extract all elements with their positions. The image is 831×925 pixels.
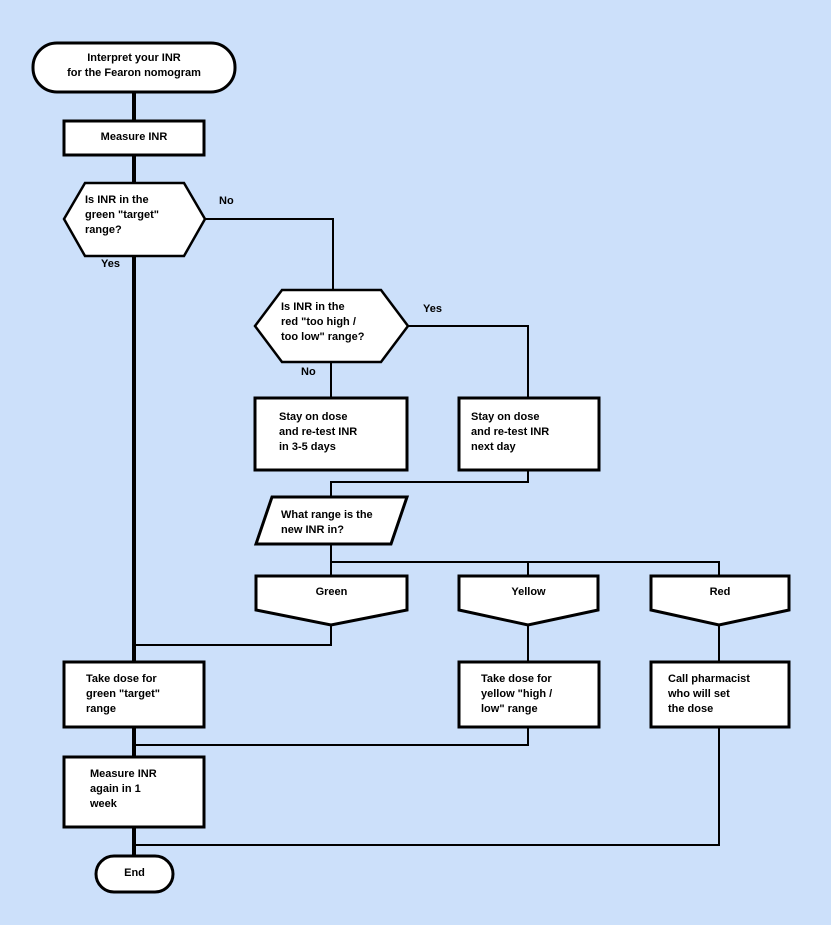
node-shape-measure-again[interactable] — [62, 755, 206, 829]
node-shapes — [31, 41, 791, 894]
node-what-range[interactable] — [256, 497, 407, 544]
connector-lines — [132, 92, 720, 857]
node-shape-range-yellow[interactable] — [457, 574, 600, 627]
node-dose-green[interactable] — [64, 662, 204, 727]
node-measure-again[interactable] — [64, 757, 204, 827]
edge-green-no-to-decision-red — [205, 218, 334, 290]
node-range-green[interactable] — [256, 576, 407, 625]
edge-what-range-bus — [330, 544, 720, 576]
node-shape-dose-green[interactable] — [62, 660, 206, 729]
node-shape-start[interactable] — [31, 41, 237, 94]
node-shape-decision-green[interactable] — [62, 181, 207, 258]
node-shape-range-green[interactable] — [254, 574, 409, 627]
edge-red-yes-to-stay-next-day — [408, 325, 529, 398]
node-shape-decision-red[interactable] — [253, 288, 410, 364]
node-dose-yellow[interactable] — [459, 662, 599, 727]
node-shape-dose-yellow[interactable] — [457, 660, 601, 729]
node-decision-green[interactable] — [64, 183, 205, 256]
edge-label-red-yes: Yes — [423, 303, 442, 315]
node-call-pharmacist[interactable] — [651, 662, 789, 727]
edge-label-green-no: No — [219, 195, 234, 207]
edge-green-to-main-trunk — [134, 625, 332, 646]
node-shape-measure-inr[interactable] — [62, 119, 206, 157]
edge-call-pharmacist-to-trunk — [134, 727, 720, 846]
node-measure-inr[interactable] — [64, 121, 204, 155]
node-shape-stay-next-day[interactable] — [457, 396, 601, 472]
node-stay-3-5-days[interactable] — [255, 398, 407, 470]
node-end[interactable] — [96, 856, 173, 892]
node-shape-range-red[interactable] — [649, 574, 791, 627]
edge-stay-boxes-merge-to-what-range — [330, 470, 529, 497]
node-shape-what-range[interactable] — [253, 495, 410, 546]
edge-dose-yellow-to-trunk — [134, 727, 529, 746]
node-shape-end[interactable] — [94, 854, 175, 894]
node-stay-next-day[interactable] — [459, 398, 599, 470]
node-decision-red[interactable] — [255, 290, 408, 362]
node-range-red[interactable] — [651, 576, 789, 625]
node-shape-stay-3-5-days[interactable] — [253, 396, 409, 472]
edge-label-green-yes: Yes — [101, 258, 120, 270]
node-start[interactable] — [33, 43, 235, 92]
node-shape-call-pharmacist[interactable] — [649, 660, 791, 729]
node-range-yellow[interactable] — [459, 576, 598, 625]
edge-label-red-no: No — [301, 366, 316, 378]
